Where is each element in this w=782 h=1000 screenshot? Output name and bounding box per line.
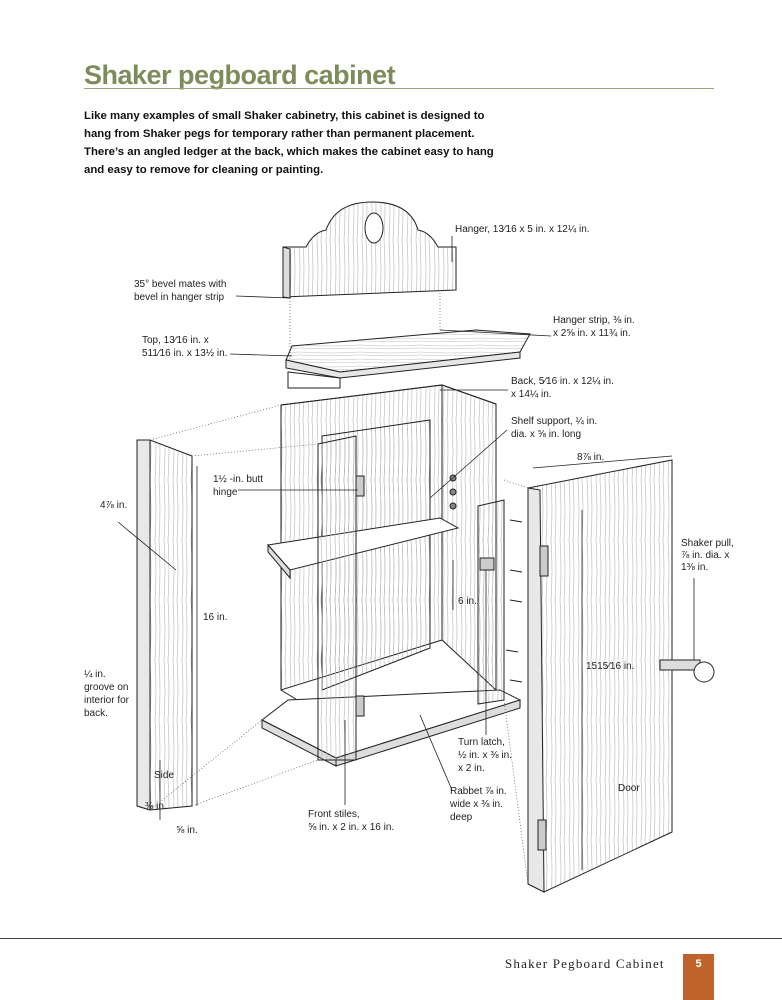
label-bevel-1: 35° bevel mates with (134, 279, 227, 290)
label-groove-4: back. (84, 708, 108, 719)
label-pull-1: Shaker pull, (681, 538, 734, 549)
hinge-lower (355, 695, 365, 717)
label-side: Side (154, 770, 175, 781)
label-rabbet-1: Rabbet ⅞ in. (450, 786, 507, 797)
label-bevel-2: bevel in hanger strip (134, 292, 225, 303)
label-back-2: x 14¼ in. (511, 389, 552, 400)
label-rabbet-2: wide x ⅜ in. (450, 799, 503, 810)
hanger-board (282, 201, 457, 298)
label-shelf-support-1: Shelf support, ¼ in. (511, 416, 598, 427)
page-title: Shaker pegboard cabinet (84, 60, 396, 90)
shaker-pull (659, 659, 715, 683)
label-shelf-6: 6 in. (458, 596, 477, 607)
label-turn-latch-2: ½ in. x ⅜ in. (458, 750, 512, 761)
page-number: 5 (695, 958, 702, 970)
label-groove-3: interior for (84, 695, 130, 706)
label-stiles-2: ⅝ in. x 2 in. x 16 in. (308, 822, 395, 833)
hinge-upper (355, 475, 365, 497)
turn-latch (479, 557, 495, 571)
label-side-58: ⅝ in. (176, 825, 198, 836)
label-turn-latch-1: Turn latch, (458, 737, 505, 748)
door-panel (527, 459, 673, 893)
label-rabbet-3: deep (450, 812, 473, 823)
label-pull-3: 1⅜ in. (681, 562, 709, 573)
label-width: 8⅞ in. (577, 452, 605, 463)
footer-running-title: Shaker Pegboard Cabinet (505, 956, 665, 971)
label-hanger-strip-1: Hanger strip, ⅜ in. (553, 315, 635, 326)
label-side-depth: 4⅞ in. (100, 500, 128, 511)
label-door-height: 1515⁄16 in. (586, 661, 635, 672)
label-top-2: 511⁄16 in. x 13½ in. (142, 348, 228, 359)
label-stiles-1: Front stiles, (308, 809, 360, 820)
front-stile-left (317, 435, 357, 761)
page-number-box: 5 (683, 954, 714, 1000)
label-height-16: 16 in. (203, 612, 228, 623)
hanger-hole (364, 212, 384, 244)
label-hanger-strip-2: x 2⅝ in. x 11¾ in. (553, 328, 631, 339)
label-top-1: Top, 13⁄16 in. x (142, 335, 209, 346)
label-hinge-1: 1½ -in. butt (213, 474, 264, 485)
intro-paragraph: Like many examples of small Shaker cabin… (84, 110, 494, 176)
label-hanger: Hanger, 13⁄16 x 5 in. x 12¼ in. (455, 224, 590, 235)
label-pull-2: ⅞ in. dia. x (681, 550, 730, 561)
label-groove-1: ¼ in. (84, 669, 106, 680)
door-hinge-upper (539, 545, 549, 577)
label-back-1: Back, 5⁄16 in. x 12¼ in. (511, 376, 614, 387)
title-underline (84, 88, 714, 89)
door-hinge-lower (537, 819, 547, 851)
label-shelf-support-2: dia. x ⅝ in. long (511, 429, 582, 440)
label-hinge-2: hinge (213, 487, 238, 498)
footer-rule (0, 938, 782, 939)
label-turn-latch-3: x 2 in. (458, 763, 485, 774)
label-door: Door (618, 783, 640, 794)
label-groove-2: groove on (84, 682, 129, 693)
label-side-38: ⅜ in. (145, 801, 167, 812)
front-stile-right (477, 499, 505, 705)
